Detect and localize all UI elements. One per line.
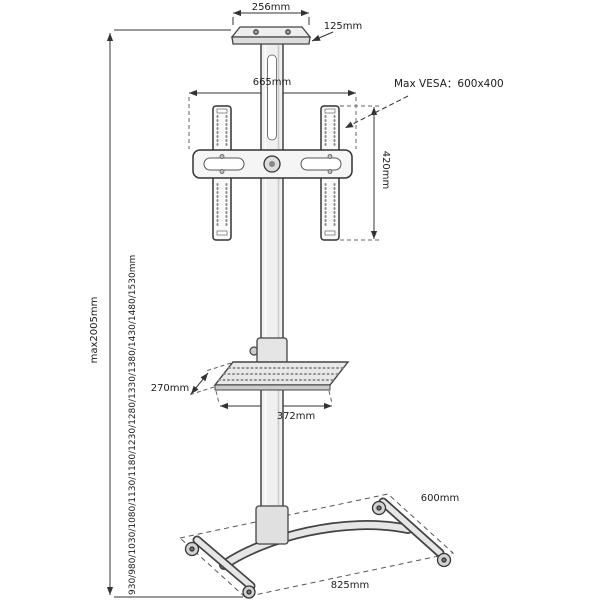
- shelf-perforations: [218, 367, 344, 381]
- column-base-mount: [255, 505, 289, 545]
- dim-base-depth-label: 600mm: [420, 493, 460, 504]
- height-adjust-slot: [267, 54, 277, 141]
- casters: [184, 500, 452, 599]
- dim-max-height-label: max2005mm: [89, 296, 100, 364]
- base-footprint-outline: [178, 493, 455, 598]
- dim-base-width-label: 825mm: [330, 580, 370, 591]
- top-plate: [230, 26, 312, 45]
- dim-bracket-width-label: 665mm: [252, 77, 292, 88]
- top-plate-screw: [253, 29, 259, 35]
- dim-bracket-height-label: 420mm: [380, 150, 391, 190]
- dim-height-options-label: 930/980/1030/1080/1130/1180/1230/1280/13…: [128, 254, 138, 595]
- vesa-arrow: [344, 95, 409, 129]
- shelf-collar: [256, 337, 288, 365]
- dim-top-width-label: 256mm: [251, 2, 291, 13]
- dim-shelf-depth-label: 270mm: [150, 383, 190, 394]
- caster-back-left: [184, 541, 200, 557]
- dimension-lines: [106, 9, 409, 598]
- base-legs: [192, 497, 445, 591]
- max-vesa-label: Max VESA：600x400: [394, 78, 504, 90]
- dim-top-depth-label: 125mm: [323, 21, 363, 32]
- top-plate-screw: [285, 29, 291, 35]
- caster-front-left: [242, 585, 256, 599]
- caster-back-right: [371, 500, 387, 516]
- bracket-crossbar: [192, 149, 353, 179]
- dim-shelf-width-label: 372mm: [276, 411, 316, 422]
- caster-front-right: [436, 552, 452, 568]
- column-pole: [255, 41, 289, 545]
- shelf: [213, 337, 350, 391]
